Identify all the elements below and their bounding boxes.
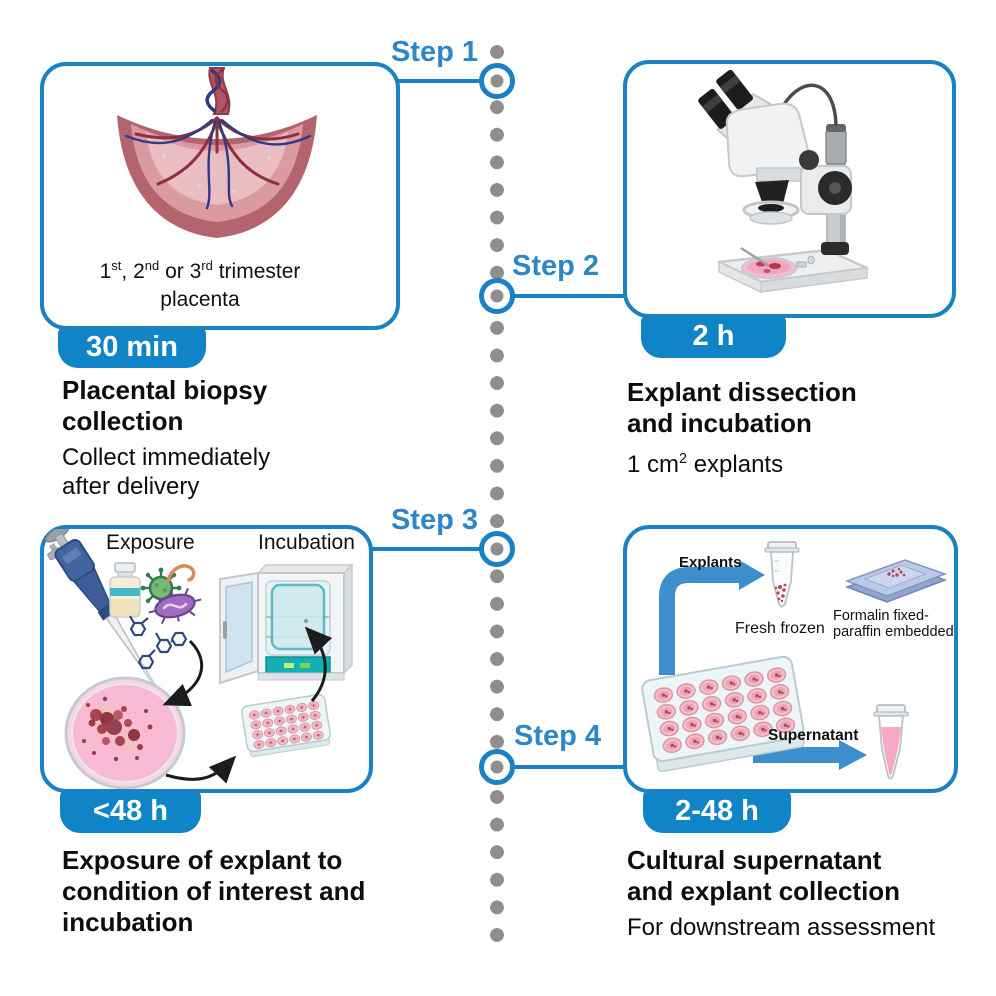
step-4-connector-line [513, 765, 625, 769]
step-1-title-line2: collection [62, 406, 184, 436]
exposure-label: Exposure [106, 531, 195, 554]
incubation-label: Incubation [258, 531, 355, 554]
step-4-description: Cultural supernatant and explant collect… [627, 845, 935, 942]
step-2-title-line1: Explant dissection [627, 377, 857, 407]
step-2-title-line2: and incubation [627, 408, 812, 438]
step-3-duration-badge: <48 h [60, 789, 201, 833]
step-1-subtitle-line1: Collect immediately [62, 444, 271, 471]
exposure-incubation-icon [45, 529, 354, 789]
timeline-dotted-line [490, 45, 504, 943]
step-4-panel: Explants Fresh frozen Formalin fixed- pa… [623, 525, 958, 793]
step-4-label: Step 4 [514, 720, 602, 752]
step-4-title-line2: and explant collection [627, 876, 901, 906]
supernatant-arrow-label: Supernatant [768, 727, 859, 744]
step-4-duration-badge: 2-48 h [643, 789, 791, 833]
step-2-subtitle-line1: 1 cm2 explants [627, 451, 784, 478]
step-3-title-line1: Exposure of explant to [62, 845, 343, 875]
placenta-caption: 1st, 2nd or 3rd trimester placenta [44, 252, 356, 314]
step-1-description: Placental biopsy collection Collect imme… [62, 375, 270, 501]
step-1-subtitle-line2: after delivery [62, 473, 200, 500]
step-2-description: Explant dissection and incubation 1 cm2 … [627, 377, 857, 479]
step-1-connector-line [396, 79, 482, 83]
stereo-microscope-icon [698, 70, 869, 294]
step-2-node [479, 278, 515, 314]
step-1-label: Step 1 [390, 36, 478, 68]
step-2-panel [623, 60, 956, 318]
step-3-title-line3: incubation [62, 907, 194, 937]
formalin-fixed-label-line2: paraffin embedded [833, 623, 954, 640]
formalin-fixed-label: Formalin fixed- paraffin embedded [833, 608, 954, 640]
fresh-frozen-label: Fresh frozen [735, 620, 825, 637]
step-2-connector-line [513, 294, 625, 298]
step-3-connector-line [369, 547, 482, 551]
step-3-panel: Exposure Incubation [40, 525, 373, 793]
step-3-title-line2: condition of interest and [62, 876, 366, 906]
step-4-subtitle-line1: For downstream assessment [627, 914, 936, 941]
formalin-fixed-label-line1: Formalin fixed- [833, 608, 929, 624]
step-1-duration-badge: 30 min [58, 326, 206, 368]
step-1-title-line1: Placental biopsy [62, 375, 268, 405]
step-3-label: Step 3 [390, 504, 478, 536]
placenta-icon [117, 67, 317, 238]
step-4-title-line1: Cultural supernatant [627, 845, 882, 875]
collection-icon [641, 541, 948, 780]
step-1-panel: 1st, 2nd or 3rd trimester placenta [40, 62, 400, 330]
step-1-node [479, 63, 515, 99]
explants-arrow-label: Explants [679, 554, 742, 571]
step-4-node [479, 749, 515, 785]
step-2-duration-badge: 2 h [641, 314, 786, 358]
step-3-node [479, 531, 515, 567]
step-2-label: Step 2 [512, 250, 600, 282]
placenta-caption-line1: 1st, 2nd or 3rd trimester [99, 258, 301, 283]
placenta-caption-line2: placenta [160, 288, 240, 311]
step-3-description: Exposure of explant to condition of inte… [62, 845, 365, 938]
